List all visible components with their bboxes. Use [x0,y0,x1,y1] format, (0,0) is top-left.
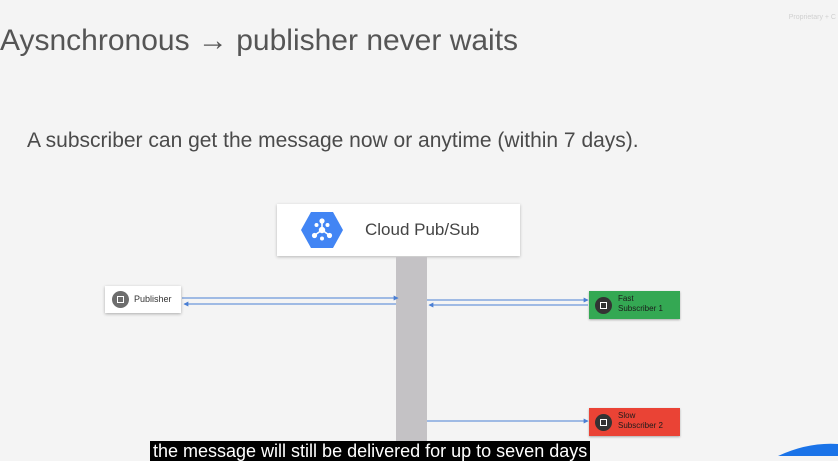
slow-subscriber-label: Slow Subscriber 2 [618,411,678,431]
slow-subscriber-node: Slow Subscriber 2 [589,408,680,436]
slow-subscriber-line2: Subscriber 2 [618,421,663,430]
compute-node-icon [112,291,129,308]
fast-subscriber-line1: Fast [618,294,634,303]
pubsub-hexagon-icon [301,212,343,248]
cloud-pubsub-card: Cloud Pub/Sub [277,204,520,256]
publisher-label: Publisher [134,294,172,304]
decorative-swoosh [778,443,838,456]
slide-subtitle: A subscriber can get the message now or … [27,129,639,152]
fast-subscriber-line2: Subscriber 1 [618,304,663,313]
compute-node-icon [595,414,612,431]
pubsub-topic-pillar [396,257,427,456]
video-caption: the message will still be delivered for … [150,441,591,461]
fast-subscriber-node: Fast Subscriber 1 [589,291,680,319]
publisher-node: Publisher [105,286,181,313]
compute-node-icon [595,297,612,314]
proprietary-note: Proprietary + C [788,14,836,21]
slow-subscriber-line1: Slow [618,411,636,420]
slide-title: Aysnchronous → publisher never waits [0,24,519,57]
fast-subscriber-label: Fast Subscriber 1 [618,294,678,314]
pubsub-label: Cloud Pub/Sub [365,220,480,239]
